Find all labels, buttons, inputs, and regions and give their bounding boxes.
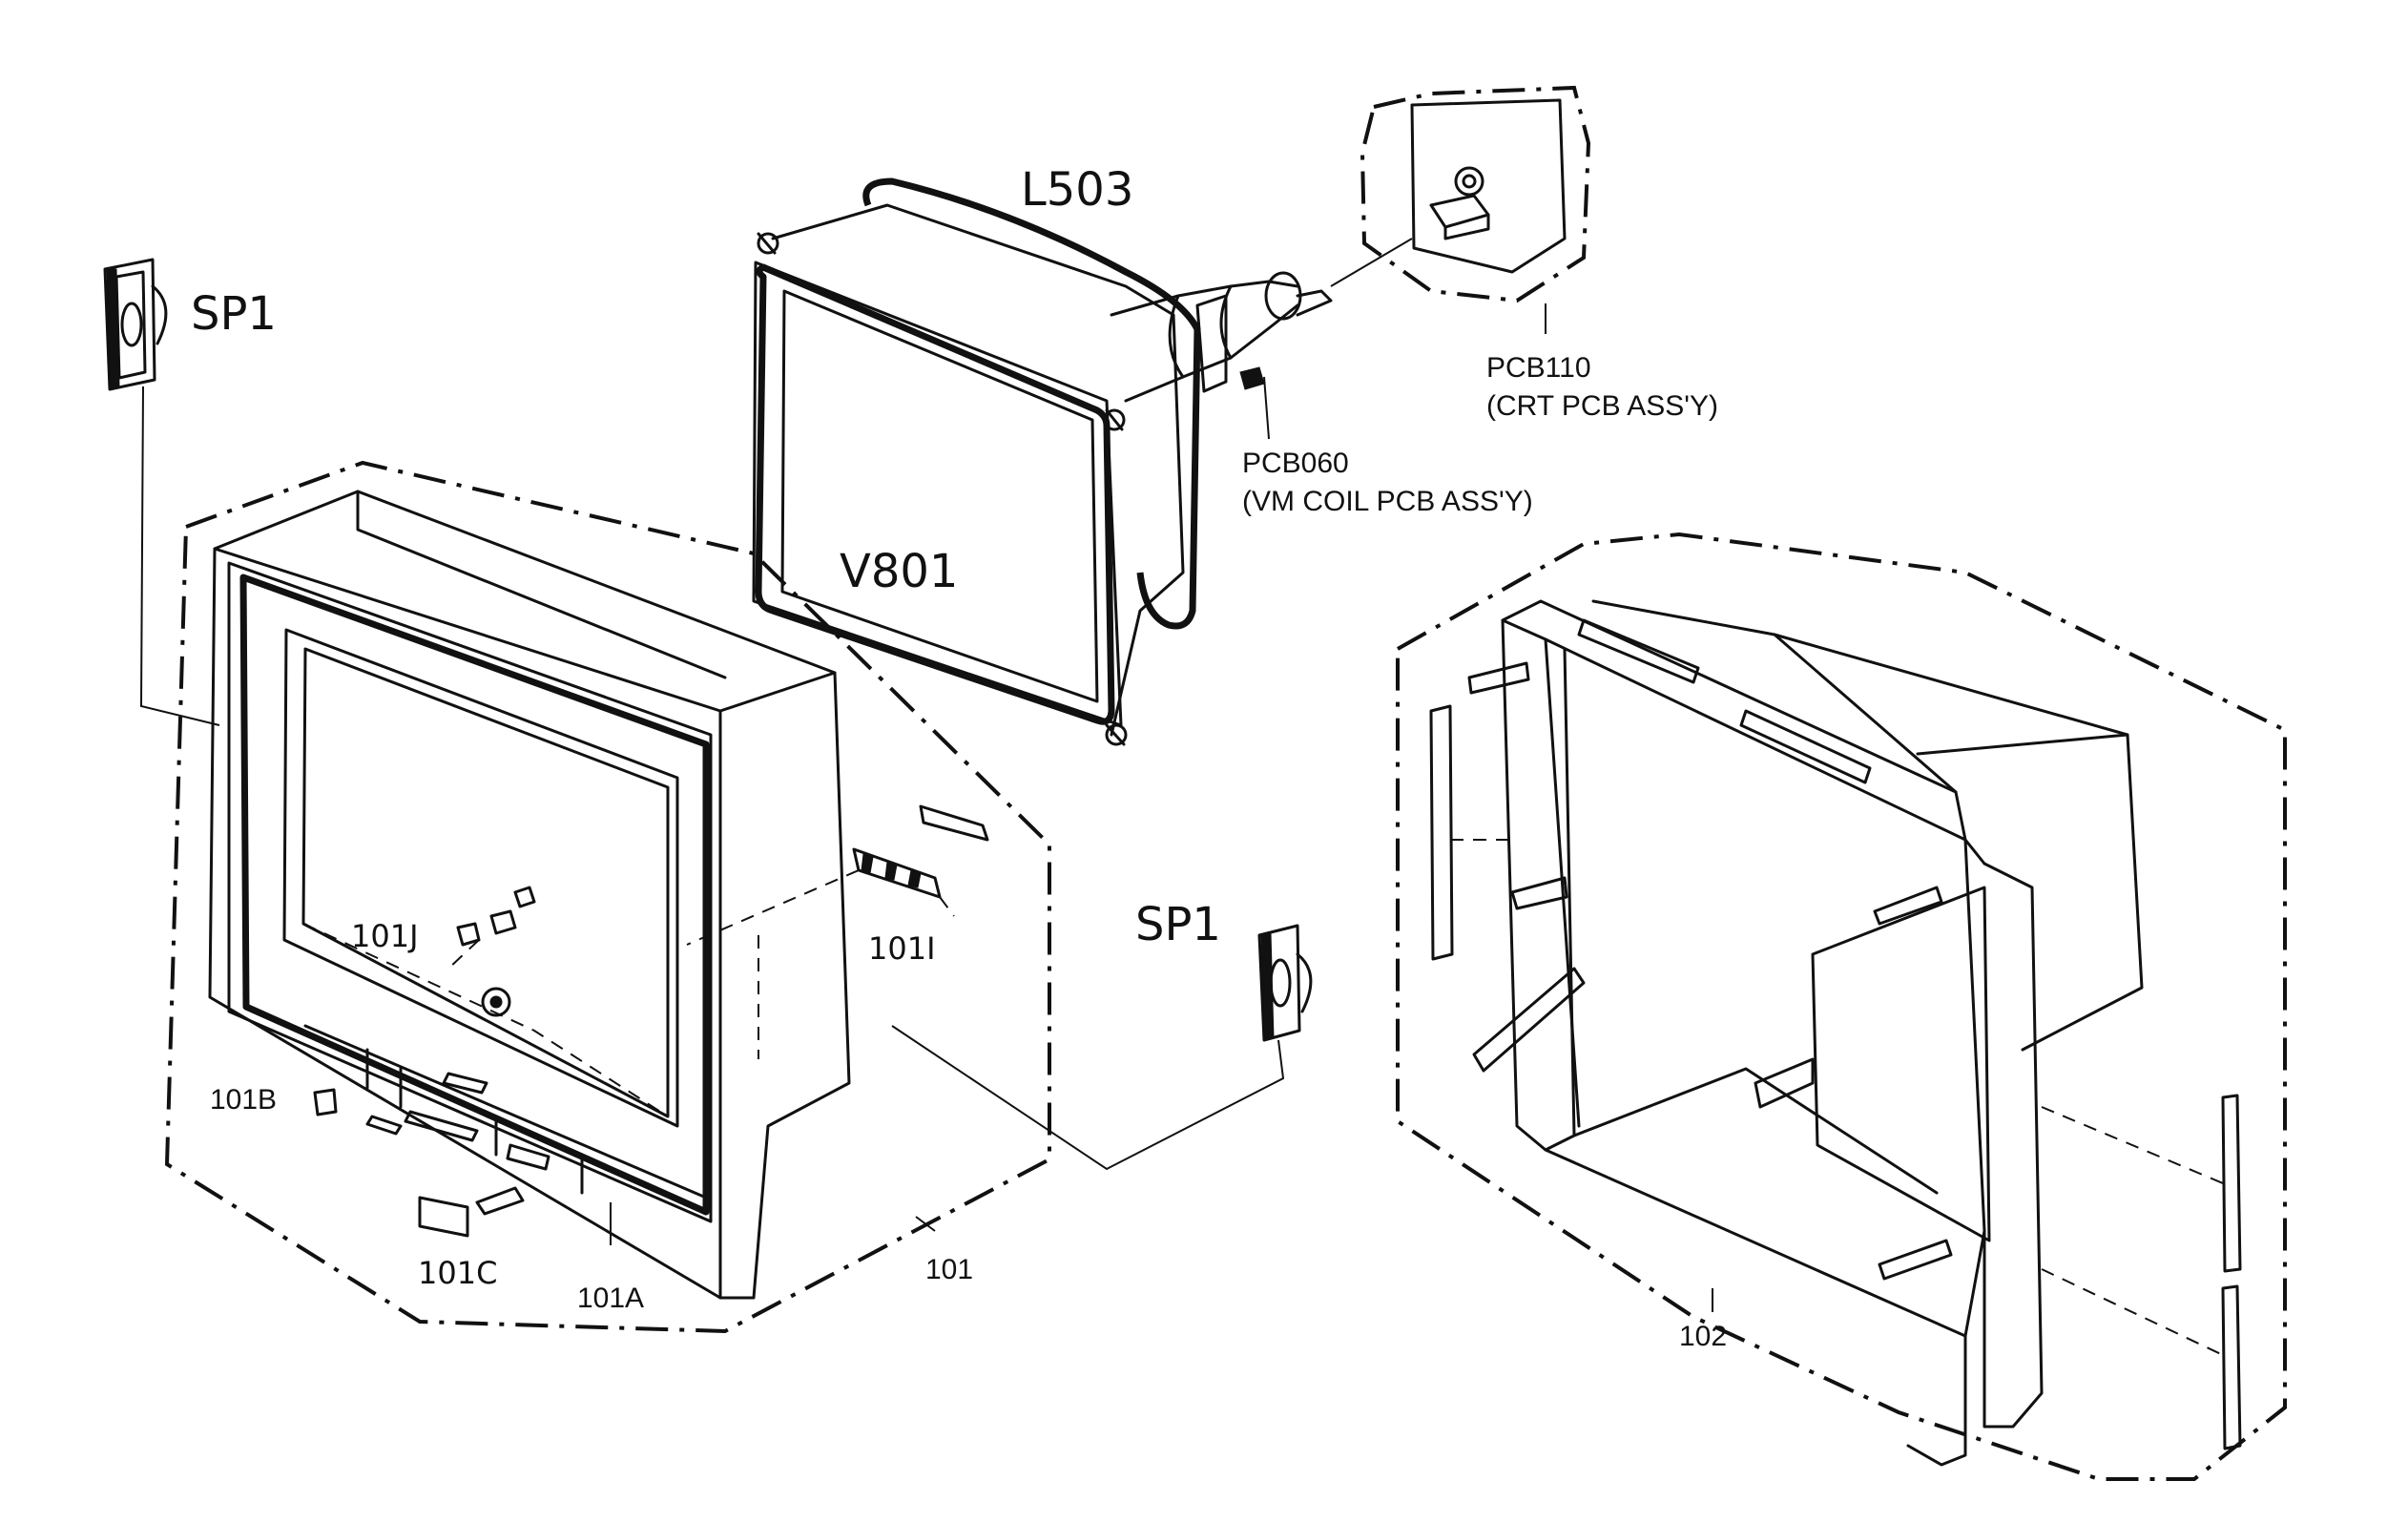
sp1-left-label: SP1 (191, 287, 277, 341)
crt-tube-v801: V801 L503 (752, 163, 1333, 746)
sp1-right-leader (891, 1025, 1285, 1171)
right-speaker-sp1: SP1 (1135, 898, 1313, 1042)
l503-label: L503 (1021, 163, 1133, 217)
101c-label: 101C (418, 1255, 497, 1291)
102-label: 102 (1679, 1321, 1727, 1352)
sp1-left-leader (139, 386, 220, 726)
101a-label: 101A (577, 1283, 644, 1314)
neck-to-pcb110-leader (1330, 238, 1413, 287)
pcb060-leader (1263, 376, 1270, 440)
sp1-right-label: SP1 (1135, 898, 1221, 951)
front-cabinet-101 (164, 460, 1051, 1334)
pcb060-desc: (VM COIL PCB ASS'Y) (1242, 486, 1533, 517)
back-cover-102 (1396, 532, 2287, 1481)
pcb110-label: PCB110 (1486, 352, 1591, 384)
101j-label: 101J (351, 918, 419, 954)
left-speaker-sp1: SP1 (103, 258, 277, 391)
101-label: 101 (925, 1254, 973, 1285)
101i-label: 101I (868, 930, 936, 967)
101b-label: 101B (210, 1084, 277, 1116)
crt-pcb-assembly (1360, 85, 1591, 303)
v801-label: V801 (840, 545, 958, 598)
pcb060-label: PCB060 (1242, 448, 1349, 479)
pcb110-desc: (CRT PCB ASS'Y) (1486, 390, 1718, 422)
